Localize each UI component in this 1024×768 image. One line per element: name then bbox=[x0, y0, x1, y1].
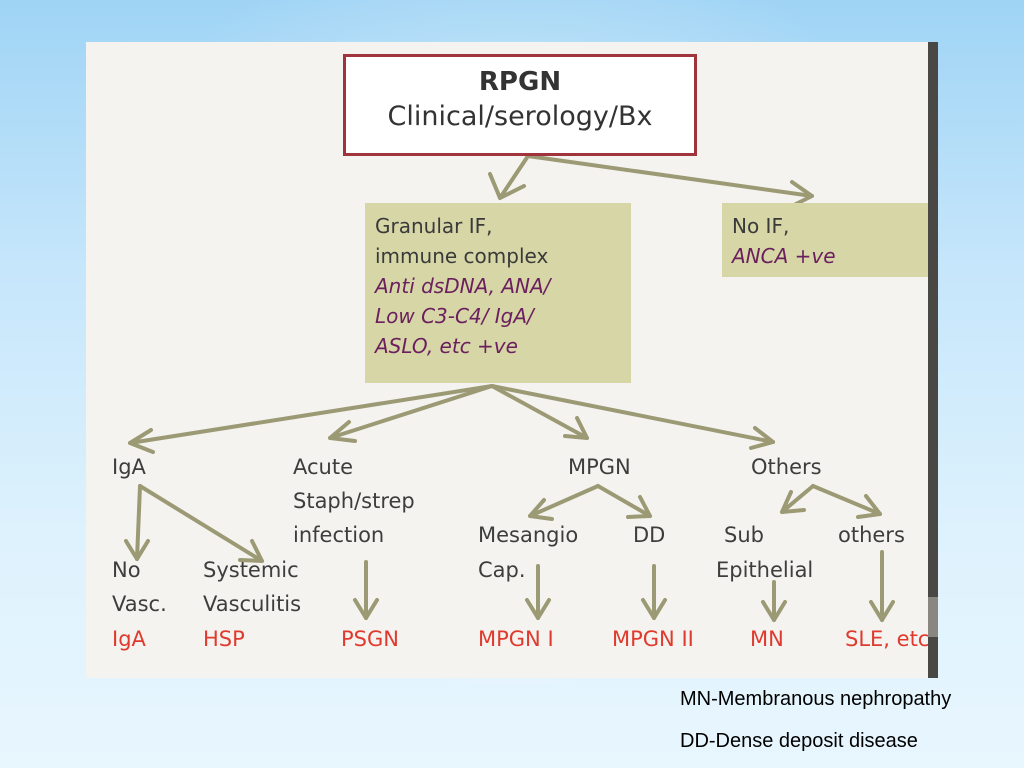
arrow-mpgn-to-dd bbox=[596, 484, 652, 518]
arrow-iga-to-no bbox=[135, 484, 142, 561]
outcome-mpgn-1: MPGN I bbox=[478, 627, 554, 651]
arrowhead-granular-to-iga bbox=[128, 428, 155, 454]
arrowhead-mpgn-to-dd bbox=[626, 495, 652, 519]
noif-line-2: ANCA +ve bbox=[732, 244, 836, 268]
arrowhead-others-to-sub bbox=[780, 490, 806, 514]
arrowhead-dd-to-mpgn2 bbox=[641, 598, 667, 620]
outcome-mpgn-2: MPGN II bbox=[612, 627, 694, 651]
noif-line-1: No IF, bbox=[732, 214, 790, 238]
label-iga: IgA bbox=[112, 455, 146, 479]
granular-serology-1: Anti dsDNA, ANA/ bbox=[375, 274, 551, 298]
label-others: Others bbox=[751, 455, 822, 479]
outcome-iga: IgA bbox=[112, 627, 146, 651]
granular-if-box: Granular IF, immune complex Anti dsDNA, … bbox=[365, 203, 631, 383]
label-acute: Acute bbox=[293, 455, 354, 479]
legend-mn: MN-Membranous nephropathy bbox=[680, 688, 952, 710]
label-staph-strep: Staph/strep bbox=[293, 489, 415, 513]
arrow-granular-to-mpgn bbox=[490, 384, 589, 440]
outcome-psgn: PSGN bbox=[341, 627, 399, 651]
arrow-rpgn-to-granular bbox=[498, 154, 530, 200]
arrowhead-others-to-sle bbox=[869, 600, 895, 622]
panel-edge-highlight bbox=[928, 597, 938, 637]
label-others-small: others bbox=[838, 523, 905, 547]
arrowhead-iga-to-systemic bbox=[238, 539, 264, 563]
arrow-rpgn-to-noif bbox=[526, 154, 814, 198]
label-vasculitis: Vasculitis bbox=[203, 592, 302, 616]
label-epithelial: Epithelial bbox=[716, 558, 814, 582]
arrow-others-to-sub bbox=[780, 484, 815, 514]
arrow-mpgn-to-mesangio bbox=[528, 484, 600, 518]
label-mpgn: MPGN bbox=[568, 455, 631, 479]
label-vasc: Vasc. bbox=[112, 592, 167, 616]
arrowhead-others-to-others bbox=[856, 494, 882, 519]
legend-dd: DD-Dense deposit disease bbox=[680, 730, 918, 752]
arrowhead-epithelial-to-mn bbox=[761, 600, 787, 622]
arrowhead-granular-to-acute bbox=[328, 420, 357, 443]
rpgn-subtitle: Clinical/serology/Bx bbox=[387, 101, 653, 132]
label-sub: Sub bbox=[724, 523, 764, 547]
label-systemic: Systemic bbox=[203, 558, 299, 582]
arrowhead-rpgn-to-granular bbox=[488, 172, 526, 200]
label-no: No bbox=[112, 558, 141, 582]
arrowhead-infection-to-psgn bbox=[353, 598, 379, 620]
arrow-granular-to-iga bbox=[128, 384, 494, 445]
label-infection: infection bbox=[293, 523, 385, 547]
arrowhead-mesangio-to-mpgn1 bbox=[525, 598, 551, 620]
rpgn-title: RPGN bbox=[478, 67, 562, 97]
label-dd: DD bbox=[633, 523, 666, 547]
arrowhead-mpgn-to-mesangio bbox=[528, 498, 554, 521]
granular-serology-3: ASLO, etc +ve bbox=[375, 334, 518, 358]
panel-edge-strip bbox=[928, 42, 938, 678]
arrow-others-to-others bbox=[811, 484, 882, 516]
outcome-mn: MN bbox=[750, 627, 784, 651]
arrowhead-iga-to-no bbox=[124, 539, 150, 561]
label-mesangio: Mesangio bbox=[478, 523, 579, 547]
rpgn-box: RPGN Clinical/serology/Bx bbox=[343, 54, 697, 156]
granular-serology-2: Low C3-C4/ IgA/ bbox=[375, 304, 534, 328]
arrowhead-granular-to-mpgn bbox=[563, 416, 589, 440]
arrowhead-granular-to-others bbox=[749, 426, 775, 450]
no-if-box: No IF, ANCA +ve bbox=[722, 203, 928, 277]
outcome-hsp: HSP bbox=[203, 627, 245, 651]
arrow-granular-to-others bbox=[490, 384, 775, 444]
granular-line-1: Granular IF, bbox=[375, 214, 493, 238]
label-cap: Cap. bbox=[478, 558, 526, 582]
arrow-iga-to-systemic bbox=[138, 484, 264, 563]
arrow-granular-to-acute bbox=[328, 384, 494, 440]
granular-line-2: immune complex bbox=[375, 244, 549, 268]
outcome-sle: SLE, etc bbox=[845, 627, 928, 651]
